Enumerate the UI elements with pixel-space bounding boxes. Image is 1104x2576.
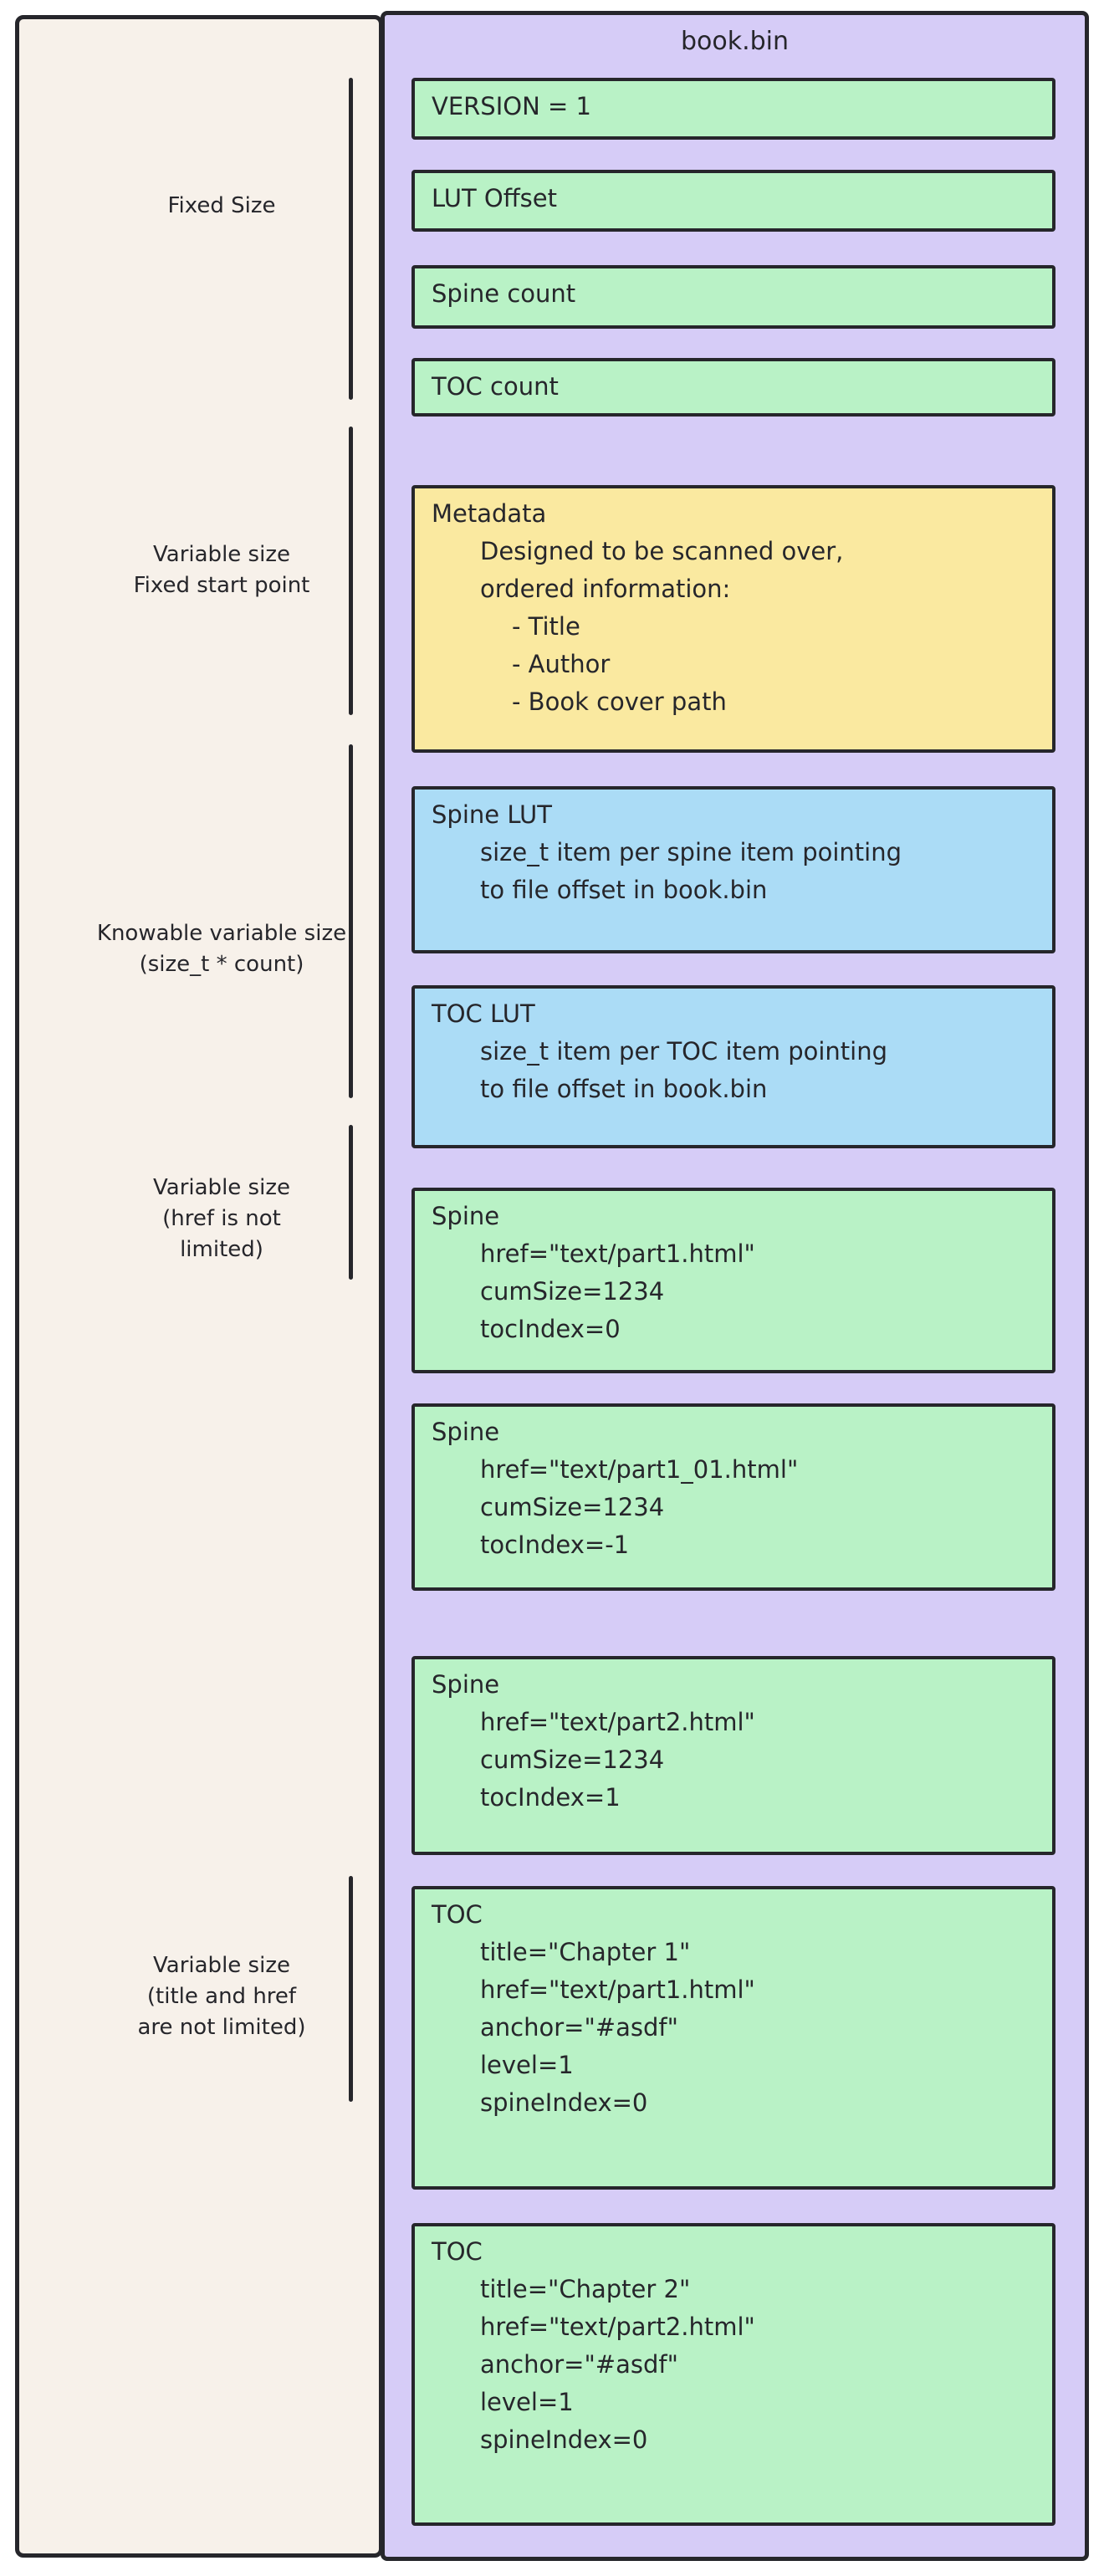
record-line: title="Chapter 2" [480,2275,691,2303]
field-text: Spine count [432,279,576,308]
record-line: href="text/part1.html" [480,1975,755,2004]
record-title: TOC [432,2237,483,2266]
label-line: are not limited) [137,2015,306,2040]
label-line: Variable size [153,1175,290,1200]
record-title: Spine LUT [432,800,552,829]
record-line: tocIndex=-1 [480,1531,630,1559]
record-title: Spine [432,1418,500,1446]
record-line: cumSize=1234 [480,1745,665,1774]
record-title: TOC [432,1900,483,1929]
record-title: Spine [432,1670,500,1699]
record-box-spine-3: Spine href="text/part2.html" cumSize=123… [411,1656,1055,1855]
record-line: ordered information: [480,575,731,603]
record-line: cumSize=1234 [480,1277,665,1306]
label-line: Fixed start point [133,573,310,598]
record-line: Designed to be scanned over, [480,537,844,565]
field-text: TOC count [432,372,559,401]
file-title: book.bin [680,27,790,56]
label-line: (size_t * count) [139,952,304,977]
label-variable-title-href: Variable size (title and href are not li… [59,1950,385,2043]
field-box-version: VERSION = 1 [411,78,1055,140]
bracket-knowable-variable [349,744,353,1098]
record-line: href="text/part2.html" [480,2313,755,2341]
record-line: title="Chapter 1" [480,1938,691,1966]
record-title: TOC LUT [432,999,535,1028]
label-variable-href: Variable size (href is not limited) [59,1173,385,1265]
record-line: spineIndex=0 [480,2425,648,2454]
label-line: (href is not [162,1206,281,1231]
field-box-lut-offset: LUT Offset [411,170,1055,232]
record-title: Spine [432,1202,500,1230]
record-box-spine-1: Spine href="text/part1.html" cumSize=123… [411,1188,1055,1373]
record-line: level=1 [480,2388,574,2416]
bracket-variable-title-href [349,1876,353,2102]
record-line: - Author [512,650,611,678]
label-line: (title and href [146,1984,297,2009]
record-line: href="text/part1.html" [480,1239,755,1268]
record-line: spineIndex=0 [480,2088,648,2117]
record-line: anchor="#asdf" [480,2013,678,2042]
label-fixed-size: Fixed Size [59,191,385,222]
label-line: Variable size [153,542,290,567]
field-text: LUT Offset [432,184,557,212]
record-line: to file offset in book.bin [480,1075,768,1103]
label-variable-fixed-start: Variable size Fixed start point [59,539,385,601]
bracket-fixed-size [349,78,353,400]
record-line: tocIndex=0 [480,1315,621,1343]
label-line: limited) [180,1237,263,1262]
record-line: level=1 [480,2051,574,2079]
record-line: - Book cover path [512,687,727,716]
record-line: - Title [512,612,580,641]
label-line: Knowable variable size [96,921,347,946]
record-box-toc-lut: TOC LUT size_t item per TOC item pointin… [411,985,1055,1148]
record-line: size_t item per spine item pointing [480,838,902,866]
annotation-panel [15,15,383,2558]
record-line: cumSize=1234 [480,1493,665,1521]
record-line: to file offset in book.bin [480,876,768,904]
record-box-toc-2: TOC title="Chapter 2" href="text/part2.h… [411,2223,1055,2526]
record-box-metadata: Metadata Designed to be scanned over, or… [411,485,1055,753]
label-line: Fixed Size [167,193,276,218]
bracket-variable-href [349,1125,353,1280]
record-line: size_t item per TOC item pointing [480,1037,887,1066]
label-knowable-variable: Knowable variable size (size_t * count) [59,918,385,980]
record-line: href="text/part2.html" [480,1708,755,1736]
record-box-spine-2: Spine href="text/part1_01.html" cumSize=… [411,1403,1055,1591]
field-box-toc-count: TOC count [411,358,1055,417]
field-box-spine-count: Spine count [411,265,1055,329]
record-box-toc-1: TOC title="Chapter 1" href="text/part1.h… [411,1886,1055,2190]
label-line: Variable size [153,1953,290,1978]
record-box-spine-lut: Spine LUT size_t item per spine item poi… [411,786,1055,953]
record-line: tocIndex=1 [480,1783,621,1812]
record-title: Metadata [432,499,547,528]
record-line: anchor="#asdf" [480,2350,678,2379]
record-line: href="text/part1_01.html" [480,1455,799,1484]
bracket-variable-fixed-start [349,427,353,715]
field-text: VERSION = 1 [432,92,591,120]
